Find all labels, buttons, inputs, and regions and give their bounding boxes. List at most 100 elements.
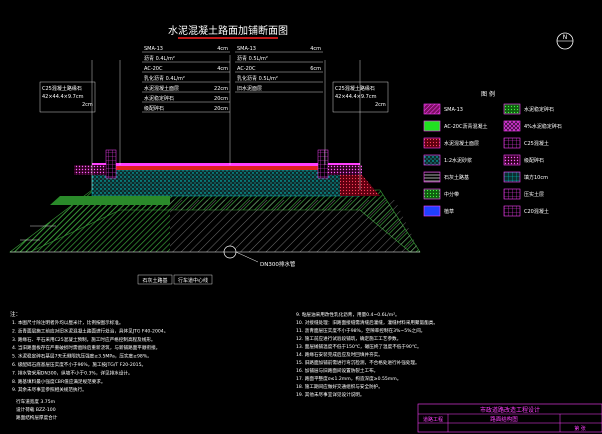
legend-swatch bbox=[503, 205, 521, 217]
right-layer-text: AC-20C bbox=[237, 66, 256, 72]
right-layer-thickness: 6cm bbox=[310, 66, 321, 72]
legend-item-label: 填方10cm bbox=[524, 174, 548, 181]
right-layer-thickness: 4cm bbox=[310, 46, 321, 52]
legend-swatch bbox=[423, 103, 441, 115]
note-right-line: 13. 面层摊铺温度不低于150℃，碾压终了温度不低于90℃。 bbox=[296, 343, 422, 350]
legend-item-label: 植草 bbox=[444, 208, 454, 215]
left-layer-text: SMA-13 bbox=[144, 46, 163, 52]
note-right-line: 15. 旧路面加铺前需进行弯沉检测，不合格处进行补强处理。 bbox=[296, 359, 420, 366]
bottom-label-centerline: 行车道中心线 bbox=[178, 277, 208, 284]
note-left-extra-line: 路面结构层厚度合计 bbox=[16, 414, 58, 421]
legend-item-label: 4%水泥稳定碎石 bbox=[524, 123, 562, 130]
note-right-line: 16. 加铺层与旧路面间设置防裂土工布。 bbox=[296, 367, 378, 374]
right-layer-text: 乳化沥青 0.5L/m² bbox=[237, 75, 278, 82]
note-right-line: 12. 施工前应进行试验段铺筑，确定施工工艺参数。 bbox=[296, 335, 401, 342]
note-right-line: 14. 路缘石安装完成后应及时回填并夯实。 bbox=[296, 351, 383, 358]
cross-section: DN300排水管 bbox=[9, 55, 421, 268]
right-callout-line-2: 42×44.4×9.7cm bbox=[335, 94, 377, 100]
title-block: 市政道路改造工程设计 道路工程 路面结构图 第 张 bbox=[417, 403, 602, 433]
legend-swatch bbox=[423, 205, 441, 217]
legend-item-label: 中分带 bbox=[444, 191, 459, 198]
legend-swatch bbox=[423, 120, 441, 132]
left-layer-thickness: 4cm bbox=[217, 66, 228, 72]
note-left-line: 2. 沥青面层施工前应对旧水泥混凝土路面进行处治，具体见JTG F40-2004… bbox=[12, 327, 168, 334]
title-block-project: 道路工程 bbox=[423, 416, 443, 423]
note-left-line: 6. 级配碎石底基层压实度不小于96%，施工按JTG/T F20-2015。 bbox=[12, 361, 146, 368]
legend-item-label: 1:2水泥砂浆 bbox=[444, 157, 472, 164]
note-left-extra-line: 行车道宽度 3.75m bbox=[16, 398, 56, 405]
note-right-line: 18. 施工期间应做好交通组织与安全防护。 bbox=[296, 383, 383, 390]
legend-item-label: C25混凝土 bbox=[524, 140, 549, 147]
legend-item-label: SMA-13 bbox=[444, 107, 463, 113]
note-left-line: 7. 排水管采用DN300，纵坡不小于0.3%，详见排水设计。 bbox=[12, 369, 133, 376]
legend-swatch bbox=[503, 188, 521, 200]
left-curb bbox=[105, 149, 117, 179]
legend-swatch bbox=[503, 137, 521, 149]
left-layer-thickness: 22cm bbox=[214, 86, 228, 92]
note-left-line: 5. 水泥稳定碎石基层7天无侧限抗压强度≥3.5MPa，压实度≥98%。 bbox=[12, 353, 152, 360]
title-block-sheet: 第 张 bbox=[574, 425, 586, 432]
legend-item-label: 石灰土路基 bbox=[444, 174, 469, 181]
right-callout-line-3: 2cm bbox=[375, 102, 386, 108]
drawing-title: 水泥混凝土路面加铺断面图 bbox=[168, 24, 288, 37]
note-right-line: 19. 其他未尽事宜详见设计说明。 bbox=[296, 391, 365, 398]
right-layer-text: 旧水泥面层 bbox=[237, 85, 262, 92]
left-sidewalk bbox=[74, 165, 106, 175]
left-layer-text: 水泥稳定碎石 bbox=[144, 95, 174, 102]
legend-title: 图 例 bbox=[481, 90, 495, 98]
left-slope-fill bbox=[10, 200, 170, 252]
left-layer-thickness: 20cm bbox=[214, 106, 228, 112]
left-layer-thickness: 4cm bbox=[217, 46, 228, 52]
right-layer-text: 沥青 0.5L/m² bbox=[237, 55, 268, 62]
legend-item-label: 水泥混凝土面层 bbox=[444, 140, 479, 147]
right-sidewalk bbox=[328, 165, 362, 175]
legend-swatch bbox=[423, 137, 441, 149]
note-left-line: 1. 本图尺寸除注明者外均以厘米计，比例按图示标准。 bbox=[12, 319, 124, 326]
note-right-line: 17. 路面平整度σ≤1.2mm，构造深度≥0.55mm。 bbox=[296, 375, 401, 382]
legend-swatch bbox=[423, 171, 441, 183]
legend-item-label: C20混凝土 bbox=[524, 208, 549, 215]
note-right-line: 9. 粘层油采用改性乳化沥青，用量0.4~0.6L/m²。 bbox=[296, 311, 400, 318]
legend-swatch bbox=[503, 120, 521, 132]
title-block-company: 市政道路改造工程设计 bbox=[480, 406, 540, 414]
legend-swatch bbox=[503, 154, 521, 166]
note-right-line: 11. 沥青面层压实度不小于98%，空隙率控制在3%~5%之间。 bbox=[296, 327, 425, 334]
legend-item-label: AC-20C沥青混凝土 bbox=[444, 123, 487, 130]
right-curb bbox=[317, 149, 329, 179]
left-layer-text: 级配碎石 bbox=[144, 105, 164, 112]
left-curb-callout: C25混凝土路缘石 42×44.4×9.7cm 2cm bbox=[39, 81, 96, 113]
section-symbol-icon: N bbox=[556, 32, 574, 50]
notes-title: 注： bbox=[10, 310, 21, 318]
north-symbol-label: N bbox=[563, 34, 568, 41]
legend-swatch bbox=[423, 188, 441, 200]
right-layer-annotation: SMA-13 4cm 沥青 0.5L/m² AC-20C 6cm 乳化沥青 0.5L/m²… bbox=[235, 46, 323, 93]
note-right-line: 10. 对接缝处理：旧路面接缝需清缝后灌缝，灌缝材料采用聚氨酯类。 bbox=[296, 319, 438, 326]
title-block-drawing-name: 路面结构图 bbox=[490, 415, 518, 423]
notes-right-column: 9. 粘层油采用改性乳化沥青，用量0.4~0.6L/m²。10. 对接缝处理：旧… bbox=[296, 311, 438, 398]
gravel-layer-left bbox=[50, 196, 170, 205]
legend-swatch bbox=[423, 154, 441, 166]
left-callout-line-1: C25混凝土路缘石 bbox=[42, 85, 82, 92]
note-left-line: 3. 路缘石、平石采用C25混凝土预制，施工时应严格控制高程及线形。 bbox=[12, 336, 156, 343]
legend-item-label: 级配碎石 bbox=[524, 157, 544, 164]
legend-swatch bbox=[503, 171, 521, 183]
legend: 图 例 SMA-13 水泥稳定碎石 AC-20C沥青混凝土 4%水泥稳定碎石水泥混凝土… bbox=[423, 90, 562, 217]
note-left-extra-line: 设计荷载 BZZ-100 bbox=[16, 406, 56, 413]
bottom-label-subgrade: 石灰土路基 bbox=[142, 277, 167, 284]
left-layer-text: AC-20C bbox=[144, 66, 163, 72]
right-callout-line-1: C25混凝土路缘石 bbox=[335, 85, 375, 92]
left-layer-text: 乳化沥青 0.4L/m² bbox=[144, 75, 185, 82]
right-layer-text: SMA-13 bbox=[237, 46, 256, 52]
subgrade-fill bbox=[170, 200, 420, 252]
left-callout-line-3: 2cm bbox=[82, 102, 93, 108]
note-left-line: 8. 路基填料最小强度CBR值应满足规范要求。 bbox=[12, 378, 106, 385]
legend-swatch bbox=[503, 103, 521, 115]
pipe-label: DN300排水管 bbox=[260, 260, 296, 268]
sma-layer bbox=[92, 163, 360, 166]
legend-item-label: 压实土层 bbox=[524, 191, 544, 198]
bottom-labels: 石灰土路基 行车道中心线 bbox=[137, 274, 213, 285]
legend-item-label: 水泥稳定碎石 bbox=[524, 106, 554, 113]
left-layer-text: 沥青 0.4L/m² bbox=[144, 55, 175, 62]
